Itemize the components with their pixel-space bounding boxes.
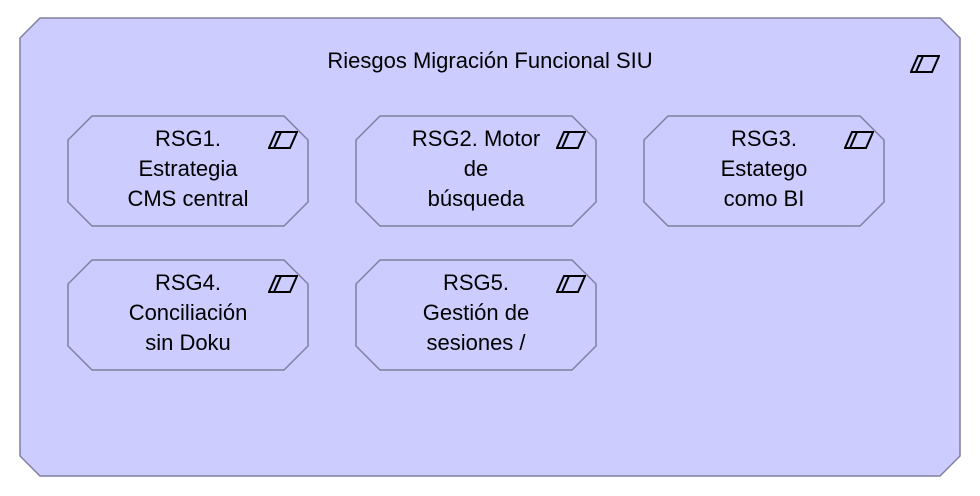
node-label-line: Estrategia (138, 156, 238, 181)
node-label-line: Estatego (720, 156, 808, 181)
risk-parallelogram-icon (268, 275, 298, 293)
node-label-line: Gestión de (422, 300, 530, 325)
node-label: RSG2. Motor de búsqueda (396, 124, 556, 214)
node-outline (67, 259, 309, 371)
node-outline (643, 115, 885, 227)
node-outline (355, 115, 597, 227)
risk-node-rsg4[interactable]: RSG4. Conciliación sin Doku (67, 259, 309, 371)
node-label: RSG1. Estrategia CMS central (108, 124, 268, 214)
risk-node-rsg2[interactable]: RSG2. Motor de búsqueda (355, 115, 597, 227)
node-label-line: CMS central (127, 186, 249, 211)
node-label-line: RSG2. Motor (411, 126, 541, 151)
node-label: RSG3. Estatego como BI (684, 124, 844, 214)
risk-parallelogram-icon (556, 131, 586, 149)
node-label-line: RSG5. (442, 270, 510, 295)
node-outline (355, 259, 597, 371)
risk-node-rsg3[interactable]: RSG3. Estatego como BI (643, 115, 885, 227)
node-label-line: de (463, 156, 489, 181)
node-label: RSG4. Conciliación sin Doku (108, 268, 268, 358)
node-label-line: RSG3. (730, 126, 798, 151)
risk-parallelogram-icon (268, 131, 298, 149)
node-label-line: RSG4. (154, 270, 222, 295)
risk-node-rsg5[interactable]: RSG5. Gestión de sesiones / (355, 259, 597, 371)
node-label-line: búsqueda (427, 186, 525, 211)
risk-parallelogram-icon (556, 275, 586, 293)
group-outline (19, 17, 961, 477)
risk-node-rsg1[interactable]: RSG1. Estrategia CMS central (67, 115, 309, 227)
node-label-line: Conciliación (128, 300, 248, 325)
risk-parallelogram-icon (844, 131, 874, 149)
group-title: Riesgos Migración Funcional SIU (327, 48, 653, 73)
node-label: RSG5. Gestión de sesiones / (396, 268, 556, 358)
risk-parallelogram-icon (910, 55, 940, 73)
node-label-line: sin Doku (145, 330, 231, 355)
risk-group-container[interactable]: Riesgos Migración Funcional SIU (19, 17, 961, 477)
node-outline (67, 115, 309, 227)
group-shape (19, 17, 961, 477)
node-label-line: RSG1. (154, 126, 222, 151)
node-label-line: sesiones / (426, 330, 526, 355)
node-label-line: como BI (723, 186, 805, 211)
